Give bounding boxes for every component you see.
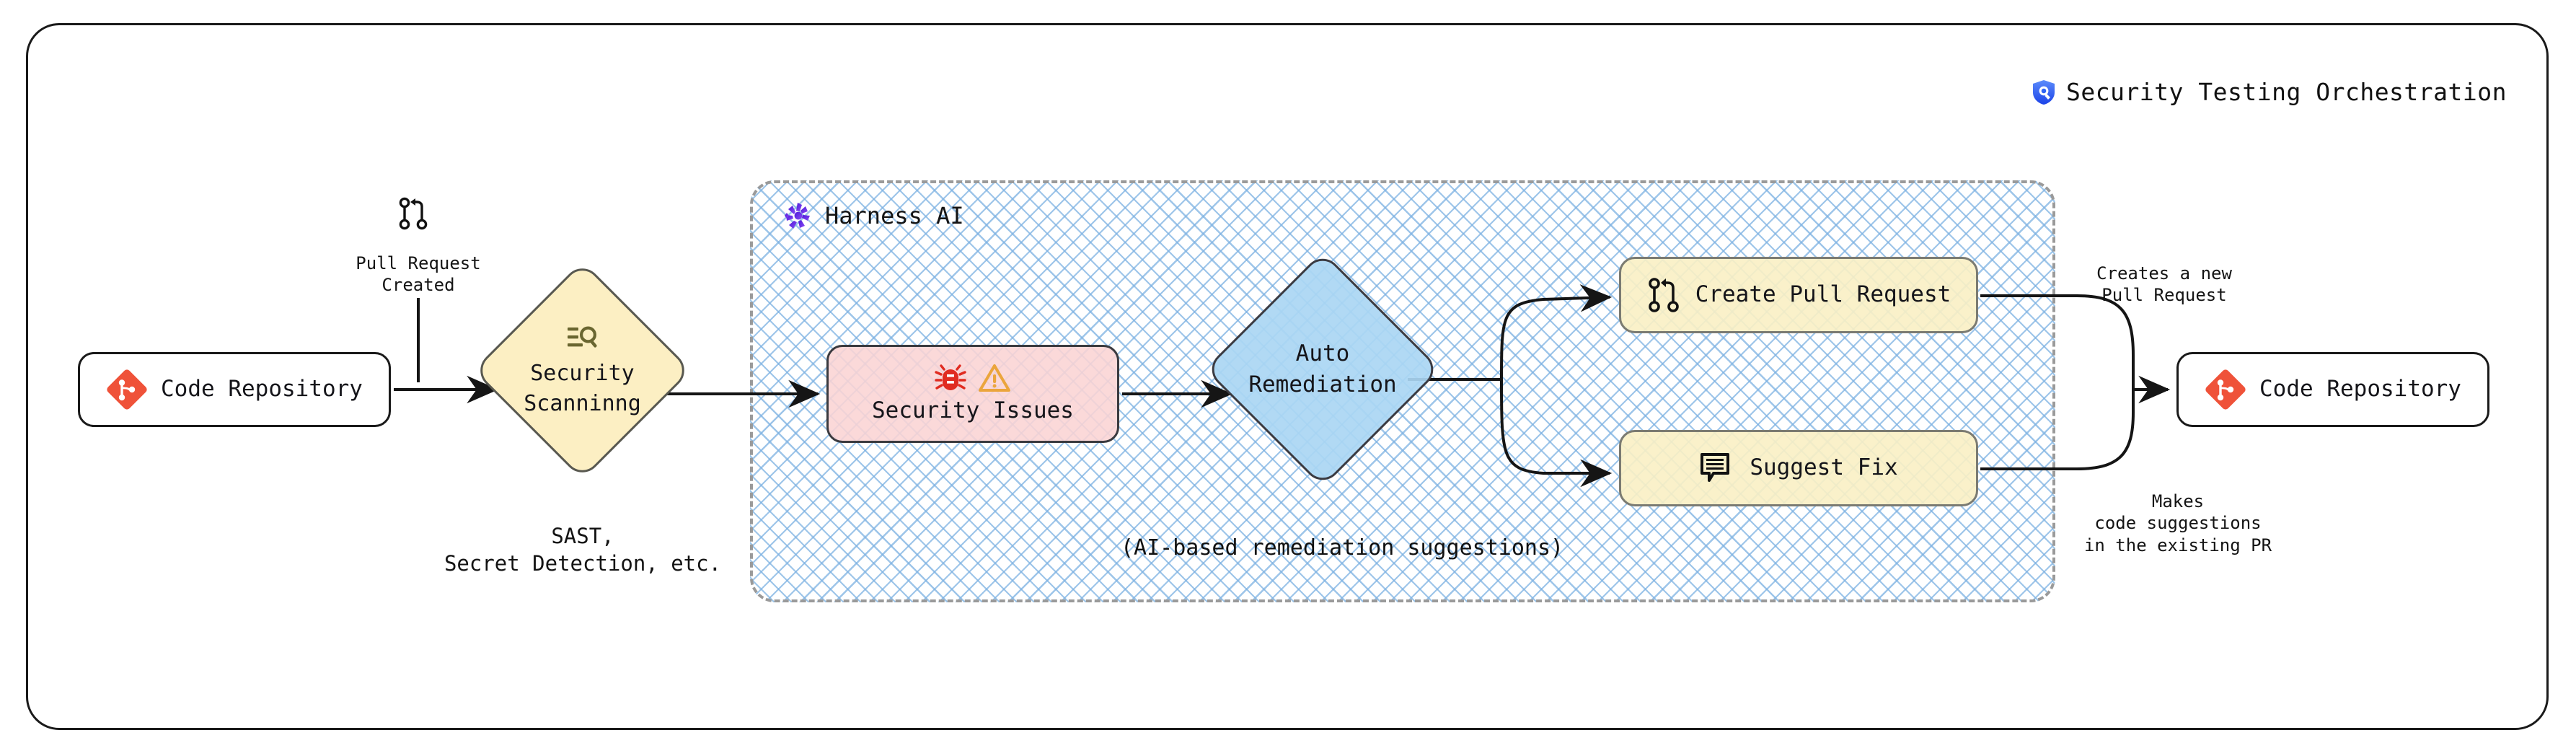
- node-label: Security Issues: [872, 397, 1074, 424]
- node-label-line2: Remediation: [1248, 372, 1397, 397]
- page-title-text: Security Testing Orchestration: [2065, 78, 2507, 106]
- node-label-line2: Scanninng: [524, 390, 641, 416]
- harness-ai-header: Harness AI: [783, 201, 964, 231]
- comment-suggestion-icon: [1699, 452, 1735, 485]
- label-line2: Secret Detection, etc.: [444, 550, 722, 576]
- node-security-issues[interactable]: Security Issues: [826, 345, 1119, 443]
- label-makes-suggestions: Makes code suggestions in the existing P…: [2077, 491, 2279, 556]
- ai-remediation-note: (AI-based remediation suggestions): [1121, 535, 1564, 561]
- label-line2: code suggestions: [2094, 513, 2262, 534]
- harness-ai-label: Harness AI: [825, 202, 964, 229]
- scan-search-icon: [566, 324, 599, 357]
- node-label: Code Repository: [161, 376, 363, 403]
- label-line2: Created: [381, 275, 455, 296]
- label-line1: Creates a new: [2096, 263, 2232, 284]
- node-security-scanning[interactable]: Security Scanninng: [472, 260, 692, 480]
- pull-request-icon: [1646, 276, 1681, 314]
- shield-security-icon: [2032, 79, 2056, 105]
- harness-logo-icon: [783, 201, 813, 231]
- label-scan-types: SAST, Secret Detection, etc.: [431, 523, 734, 577]
- node-create-pull-request[interactable]: Create Pull Request: [1619, 257, 1978, 333]
- label-line1: SAST,: [551, 524, 614, 548]
- page-title: Security Testing Orchestration: [2032, 78, 2507, 106]
- label-creates-new-pr: Creates a new Pull Request: [2081, 263, 2247, 307]
- label-line1: Makes: [2151, 491, 2205, 511]
- node-label: Suggest Fix: [1750, 454, 1898, 481]
- bug-icon: [935, 363, 966, 393]
- node-code-repository-right[interactable]: Code Repository: [2176, 352, 2489, 427]
- label-pull-request-created: Pull Request Created: [353, 252, 483, 296]
- node-auto-remediation[interactable]: Auto Remediation: [1204, 250, 1442, 488]
- node-label-line1: Security: [530, 361, 635, 386]
- node-code-repository-left[interactable]: Code Repository: [78, 352, 391, 427]
- warning-triangle-icon: [978, 363, 1011, 393]
- node-suggest-fix[interactable]: Suggest Fix: [1619, 430, 1978, 506]
- node-label: Create Pull Request: [1695, 281, 1951, 308]
- label-line2: Pull Request: [2101, 285, 2227, 306]
- node-label: Code Repository: [2259, 376, 2461, 403]
- git-repository-icon: [106, 369, 148, 410]
- node-label-line1: Auto: [1295, 340, 1350, 366]
- pull-request-icon: [397, 196, 429, 231]
- label-line1: Pull Request: [356, 253, 481, 273]
- git-repository-icon: [2205, 369, 2246, 410]
- label-line3: in the existing PR: [2083, 535, 2272, 555]
